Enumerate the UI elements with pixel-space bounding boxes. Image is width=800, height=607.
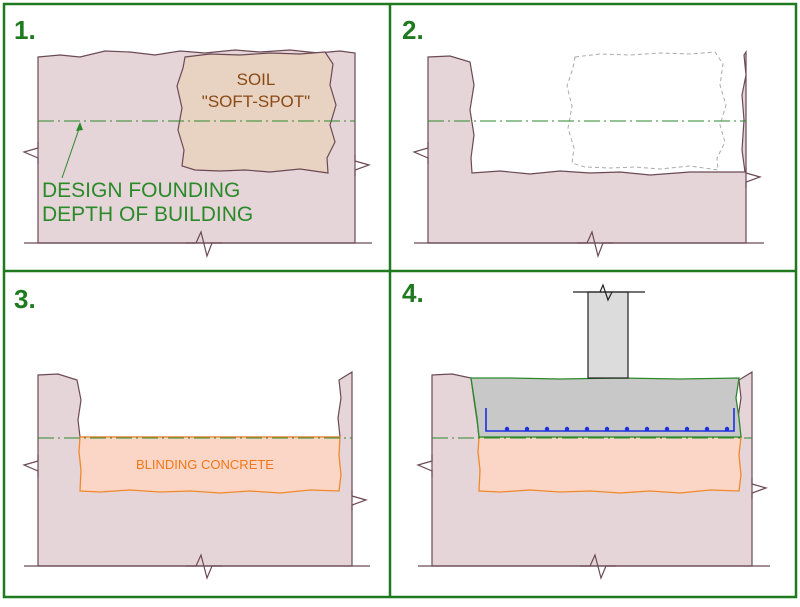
soil-label-line1: SOIL — [237, 70, 276, 89]
column — [587, 291, 629, 379]
step-number-3: 3. — [14, 284, 36, 314]
leader-arrowhead — [76, 122, 83, 131]
break-symbol-bottom — [186, 553, 222, 580]
soil-label-line2: "SOFT-SPOT" — [202, 92, 310, 111]
break-symbol-bottom — [580, 553, 616, 580]
break-symbol-left — [416, 455, 433, 477]
break-symbol-left — [22, 455, 39, 477]
rebar-dots — [504, 426, 730, 432]
leader-line — [61, 125, 81, 179]
soil-soft-spot — [176, 51, 337, 174]
step-number-4: 4. — [402, 278, 424, 308]
column-break-symbol — [599, 283, 613, 302]
blinding-concrete — [477, 436, 742, 494]
design-depth-label-line1: DESIGN FOUNDING — [42, 179, 240, 202]
step-number-1: 1. — [14, 15, 36, 45]
panel-frames — [2, 2, 798, 599]
blinding-concrete-label: BLINDING CONCRETE — [136, 457, 274, 472]
panel-2: 2. — [402, 15, 764, 258]
break-symbol-left — [412, 142, 429, 164]
removed-soft-spot-outline — [566, 51, 727, 171]
step-number-2: 2. — [402, 15, 424, 45]
panel-4: 4. — [402, 278, 770, 580]
panel-3: 3. BLINDING CONCRETE — [14, 284, 370, 580]
concrete-footing — [470, 377, 742, 438]
break-symbol-bottom — [577, 230, 613, 258]
ground-block — [427, 50, 747, 244]
panel-1: 1. SOIL "SOFT-SPOT" DESIGN FOUNDING DEPT… — [14, 15, 372, 258]
rebar-mesh — [485, 408, 735, 432]
outer-frame — [2, 2, 798, 599]
design-depth-label-line2: DEPTH OF BUILDING — [42, 203, 253, 226]
break-symbol-right — [745, 167, 762, 188]
break-symbol-right — [751, 478, 768, 499]
break-symbol-right — [354, 155, 371, 176]
break-symbol-right — [351, 490, 368, 511]
break-symbol-left — [22, 142, 39, 164]
break-symbol-bottom — [186, 230, 222, 258]
blinding-concrete — [78, 436, 342, 494]
